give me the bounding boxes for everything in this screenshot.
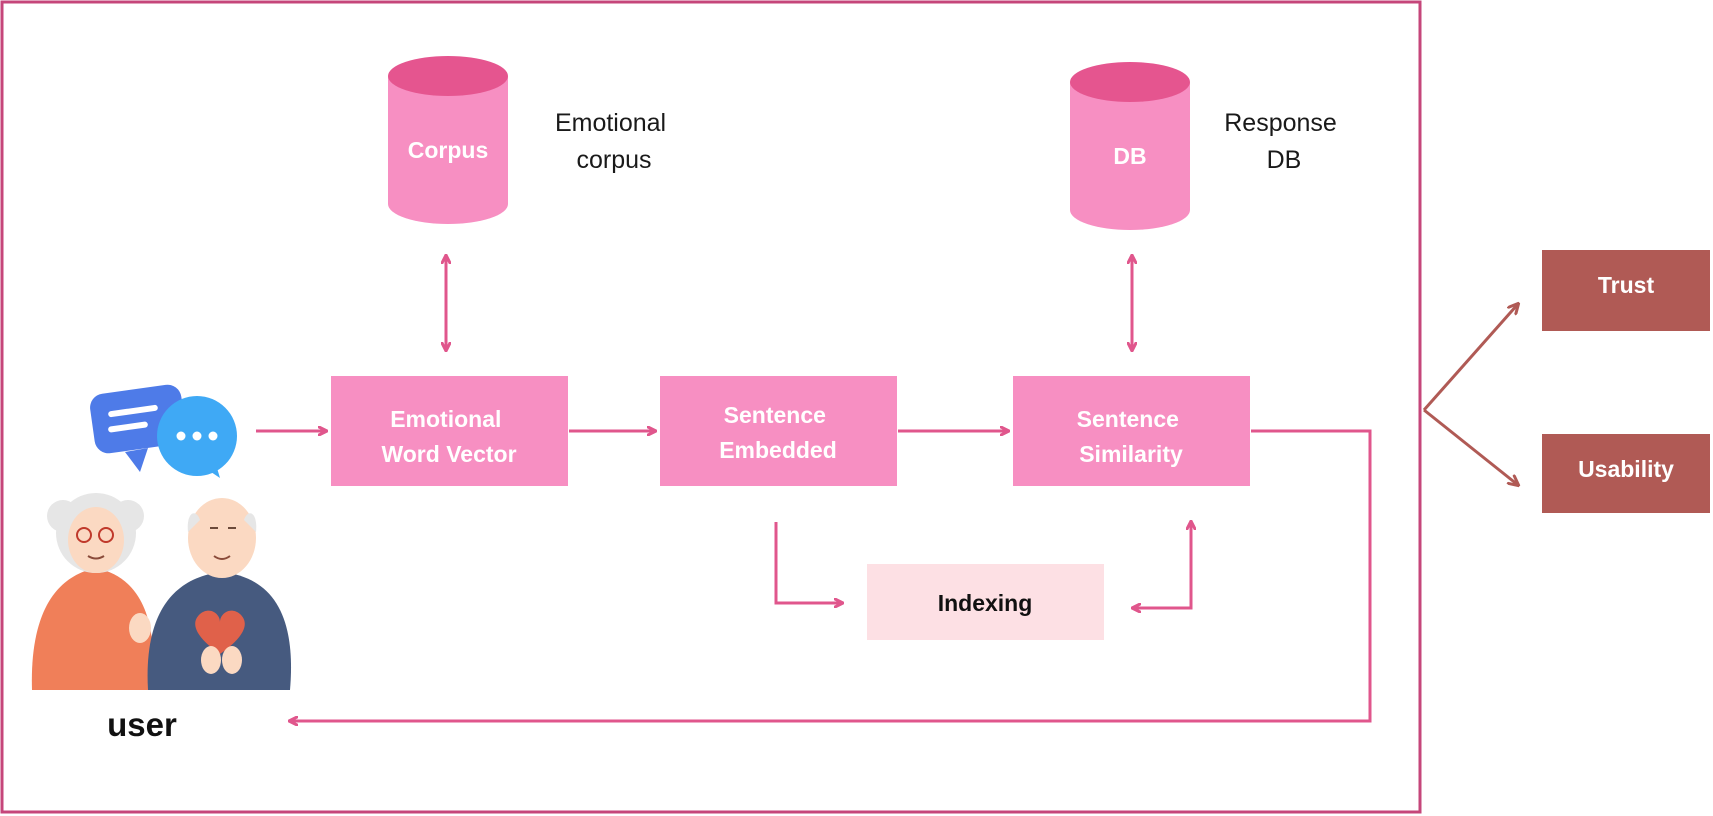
indexing-box: [867, 564, 1104, 640]
user-label: user: [107, 706, 177, 743]
corpus-caption-line2: corpus: [576, 146, 651, 174]
svg-text:Sentence Embedded: Sentence Embedded: [719, 402, 837, 463]
elderly-couple-icon: [31, 493, 292, 690]
corpus-database: Corpus: [388, 56, 508, 224]
system-frame: [0, 0, 1422, 814]
ss-line1: Sentence: [1077, 406, 1179, 432]
response-database: DB: [1070, 62, 1190, 230]
svg-text:Emotional Word Vector: Emotional Word Vector: [381, 406, 516, 467]
svg-text:Sentence Similarity: Sentence Similarity: [1077, 406, 1186, 467]
svg-text:Emotional corpus: Emotional corpus: [555, 109, 673, 174]
emotional-word-vector-box: Emotional Word Vector: [331, 376, 568, 486]
corpus-label: Corpus: [408, 137, 489, 163]
trust-label: Trust: [1598, 272, 1655, 298]
response-return-arrow: [290, 429, 1372, 721]
ewv-line2: Word Vector: [381, 441, 516, 467]
indexing-label: Indexing: [938, 590, 1033, 616]
usability-label: Usability: [1578, 456, 1674, 482]
db-caption-line1: Response: [1224, 109, 1337, 137]
trust-box: Trust: [1542, 250, 1710, 331]
db-label: DB: [1113, 143, 1146, 169]
sentence-similarity-box: Sentence Similarity: [1013, 376, 1250, 486]
se-line1: Sentence: [724, 402, 826, 428]
ss-line2: Similarity: [1079, 441, 1183, 467]
usability-box: Usability: [1542, 434, 1710, 513]
to-usability-arrow: [1423, 408, 1518, 485]
to-trust-arrow: [1422, 304, 1518, 411]
db-caption-line2: DB: [1267, 146, 1302, 174]
indexing-to-ss-arrow: [1133, 522, 1191, 608]
corpus-caption-line1: Emotional: [555, 109, 666, 137]
svg-text:Response DB: Response DB: [1224, 109, 1344, 174]
se-to-indexing-arrow: [774, 522, 842, 603]
se-line2: Embedded: [719, 437, 837, 463]
sentence-embedded-box: Sentence Embedded: [660, 376, 897, 486]
chat-bubbles-icon: [90, 384, 237, 478]
ewv-line1: Emotional: [390, 406, 501, 432]
